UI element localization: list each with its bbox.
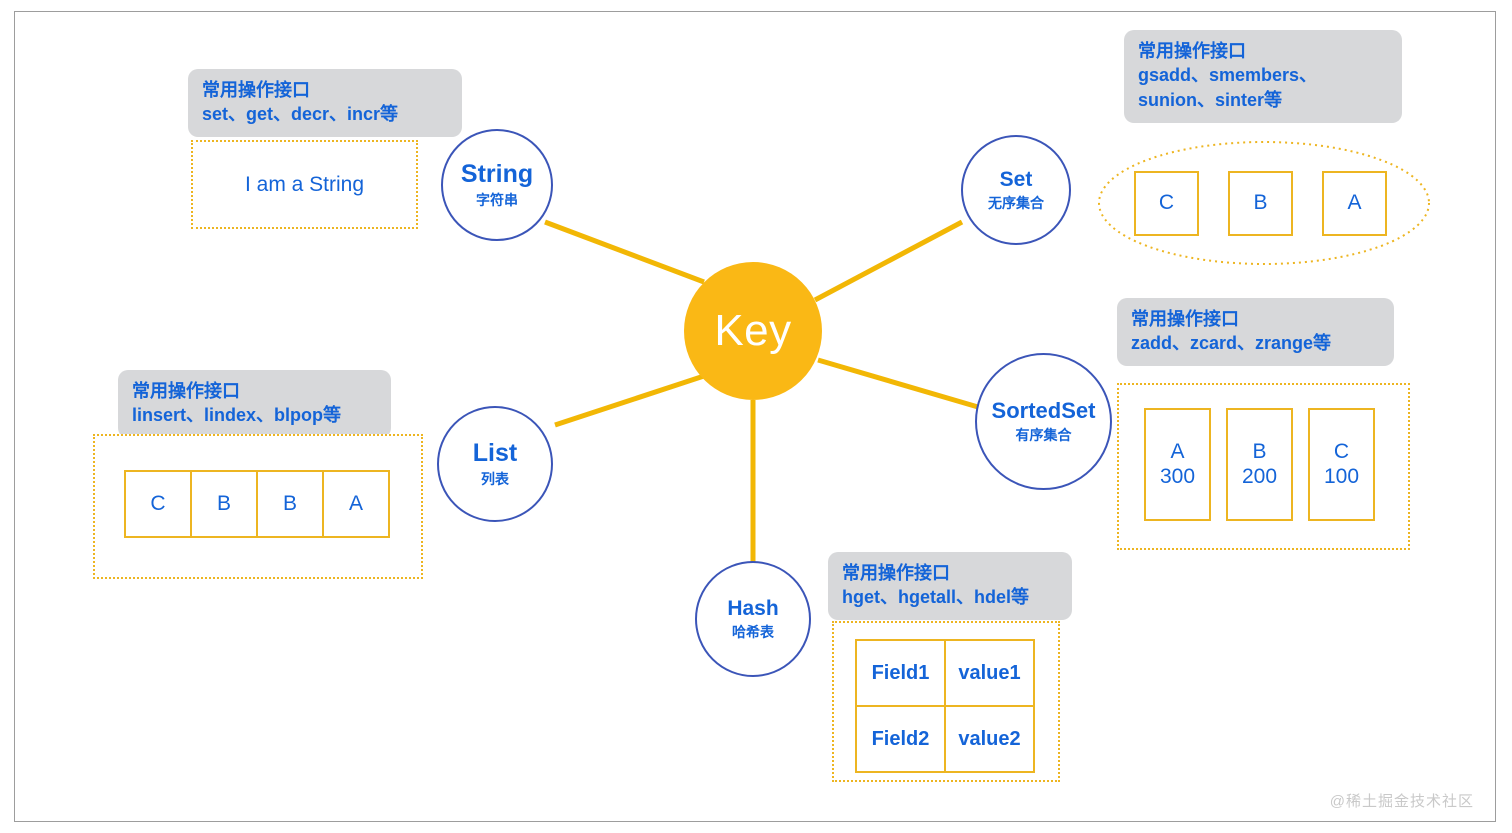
sortedset-score: 200 — [1241, 464, 1278, 488]
list-cell: C — [124, 470, 192, 538]
list-cell-label: C — [150, 491, 166, 515]
node-string-en: String — [460, 159, 534, 188]
caption-list: 常用操作接口 linsert、lindex、blpop等 — [118, 370, 391, 439]
caption-sortedset: 常用操作接口 zadd、zcard、zrange等 — [1117, 298, 1394, 367]
set-cell-label: B — [1253, 191, 1268, 215]
list-cell-label: B — [282, 491, 297, 515]
node-hash-cn: 哈希表 — [732, 624, 774, 641]
sortedset-cell: B 200 — [1226, 408, 1293, 521]
caption-hash-title: 常用操作接口 — [842, 563, 950, 583]
list-cell-label: A — [348, 491, 363, 515]
key-node[interactable]: Key — [684, 262, 822, 400]
caption-set-title: 常用操作接口 — [1138, 41, 1246, 61]
sortedset-cells: A 300 B 200 C 100 — [1144, 408, 1375, 521]
sortedset-cell: A 300 — [1144, 408, 1211, 521]
list-cell: A — [322, 470, 390, 538]
caption-string-ops: set、get、decr、incr等 — [202, 104, 399, 125]
sortedset-member: A — [1170, 440, 1185, 464]
sortedset-member: B — [1252, 440, 1267, 464]
set-cells: C B A — [1134, 171, 1387, 236]
watermark: @稀土掘金技术社区 — [1329, 793, 1474, 810]
caption-hash: 常用操作接口 hget、hgetall、hdel等 — [828, 552, 1072, 621]
string-value-box: I am a String — [191, 140, 418, 229]
hash-table: Field1 value1 Field2 value2 — [855, 639, 1035, 773]
set-cell: B — [1228, 171, 1293, 236]
caption-list-title: 常用操作接口 — [132, 381, 240, 401]
list-cell-label: B — [216, 491, 231, 515]
node-set-en: Set — [999, 168, 1033, 192]
caption-set-ops: gsadd、smembers、 sunion、sinter等 — [1138, 65, 1318, 111]
set-cell-label: C — [1158, 191, 1175, 215]
node-sortedset[interactable]: SortedSet 有序集合 — [975, 353, 1112, 490]
caption-sortedset-title: 常用操作接口 — [1131, 309, 1239, 329]
caption-string: 常用操作接口 set、get、decr、incr等 — [188, 69, 462, 138]
hash-field: Field1 — [855, 639, 946, 707]
sortedset-score: 100 — [1323, 464, 1360, 488]
key-node-label: Key — [714, 306, 792, 355]
hash-value: value1 — [944, 639, 1035, 707]
set-cell: C — [1134, 171, 1199, 236]
hash-value: value2 — [944, 705, 1035, 773]
caption-set: 常用操作接口 gsadd、smembers、 sunion、sinter等 — [1124, 30, 1402, 123]
caption-hash-ops: hget、hgetall、hdel等 — [842, 587, 1030, 608]
node-hash-en: Hash — [727, 597, 779, 621]
sortedset-cell: C 100 — [1308, 408, 1375, 521]
sortedset-member: C — [1333, 440, 1350, 464]
caption-sortedset-ops: zadd、zcard、zrange等 — [1131, 333, 1332, 354]
string-value: I am a String — [244, 172, 365, 196]
node-list-en: List — [472, 438, 518, 467]
list-cells: C B B A — [124, 470, 390, 538]
node-string[interactable]: String 字符串 — [441, 129, 553, 241]
set-cell-label: A — [1347, 191, 1362, 215]
table-row: Field2 value2 — [855, 705, 1035, 773]
node-hash[interactable]: Hash 哈希表 — [695, 561, 811, 677]
table-row: Field1 value1 — [855, 639, 1035, 707]
node-list-cn: 列表 — [481, 471, 509, 488]
node-list[interactable]: List 列表 — [437, 406, 553, 522]
node-set-cn: 无序集合 — [988, 195, 1044, 212]
set-cell: A — [1322, 171, 1387, 236]
hash-field: Field2 — [855, 705, 946, 773]
sortedset-score: 300 — [1159, 464, 1196, 488]
node-string-cn: 字符串 — [476, 192, 518, 209]
node-sortedset-cn: 有序集合 — [1015, 427, 1072, 444]
node-set[interactable]: Set 无序集合 — [961, 135, 1071, 245]
caption-list-ops: linsert、lindex、blpop等 — [132, 405, 342, 426]
list-cell: B — [256, 470, 324, 538]
caption-string-title: 常用操作接口 — [202, 80, 310, 100]
list-cell: B — [190, 470, 258, 538]
node-sortedset-en: SortedSet — [991, 398, 1096, 423]
